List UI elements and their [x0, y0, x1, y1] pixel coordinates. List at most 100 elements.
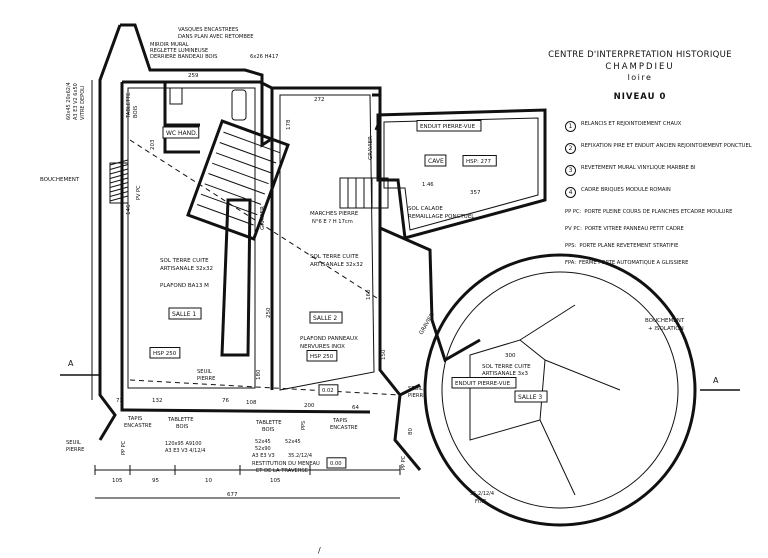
dim-178-group: 178: [286, 119, 292, 130]
note-plafond-1-group: PLAFOND BA13 M: [160, 283, 209, 289]
note-sol-terre-2-group: SOL TERRE CUITE: [310, 254, 359, 260]
note-enduit-right-box: [451, 377, 517, 389]
dim-272-group: 272: [314, 97, 325, 103]
note-tablette-1-group: TABLETTE: [167, 417, 194, 423]
dim-146-group: 146: [126, 204, 132, 215]
note-enduit-top: ENDUIT PIERRE-VUE: [420, 124, 476, 130]
dim-window-52x45b-group: 52x45: [285, 439, 301, 445]
note-encastre-1: ENCASTRE: [124, 423, 152, 429]
legend-item: 3 REVETEMENT MURAL VINYLIQUE MARBRE BI: [565, 165, 765, 176]
note-seuil-1b: PIERRE: [197, 376, 215, 382]
legend-code-item: FPA:FERME PORTE AUTOMATIQUE A GLISSIERE: [565, 260, 765, 266]
plan-header: CENTRE D'INTERPRETATION HISTORIQUE CHAMP…: [530, 50, 750, 102]
note-bandeau: DERRIERE BANDEAU BOIS: [150, 54, 217, 60]
dim-fenetre-left3: VITRE DEPOLI: [80, 86, 86, 120]
legend-text: RELANCIS ET REJOINTOIEMENT CHAUX: [581, 121, 682, 127]
dim-300: 300: [505, 353, 516, 359]
note-enduit-right: ENDUIT PIERRE-VUE: [455, 381, 511, 387]
level-002-group: 0.02: [318, 384, 339, 396]
note-seuil-2b: PIERRE: [408, 393, 426, 399]
note-nervures-group: NERVURES INOX: [300, 344, 345, 350]
note-bois-2: BOIS: [262, 427, 274, 433]
dim-132: 132: [152, 398, 163, 404]
legend-text: REVETEMENT MURAL VINYLIQUE MARBRE BI: [581, 165, 696, 171]
note-miroir: MIROIR MURAL: [150, 42, 189, 48]
level-146: 1.46: [422, 182, 434, 188]
stair-step: [215, 152, 273, 174]
toilet-fixture: [169, 87, 183, 105]
level-000-group: 0.00: [326, 457, 347, 469]
room-salle-1-group: SALLE 1: [168, 307, 202, 320]
hsp-salle-2-box: [306, 350, 338, 362]
note-bouchement-right: BOUCHEMENT: [645, 318, 685, 324]
hsp-salle-1: HSP 250: [153, 351, 177, 357]
dim-window-a3e3: A3 E3 V3 4/12/4: [165, 448, 205, 454]
note-tablette-left-group: TABLETTE: [126, 92, 132, 119]
stair-step: [196, 204, 254, 226]
dim-fenetre-left2: A3 E3 V2 6x50: [73, 83, 79, 120]
note-fixe: FIXE: [475, 499, 486, 505]
note-isolation-group: + ISOLATION: [648, 326, 684, 332]
dim-626: 6x26 H417: [250, 54, 278, 60]
note-bois-2-group: BOIS: [262, 427, 274, 433]
bottom-mark: /: [318, 546, 321, 555]
dim-150-group: 150: [381, 349, 387, 360]
legend-number: 3: [565, 165, 576, 176]
west-wall: [98, 23, 271, 441]
note-encastre-1-group: ENCASTRE: [124, 423, 152, 429]
note-reglette: REGLETTE LUMINEUSE: [150, 48, 208, 54]
dim-259: 259: [188, 73, 199, 79]
door-pp-pc: PP PC: [121, 440, 127, 455]
note-bandeau-group: DERRIERE BANDEAU BOIS: [150, 54, 217, 60]
note-seuil-3b-group: PIERRE: [66, 447, 84, 453]
dim-146: 146: [126, 204, 132, 215]
hatch-line: [109, 173, 129, 179]
project-place: CHAMPDIEU: [605, 62, 675, 72]
east-corridor: [379, 226, 481, 471]
room-salle-1: SALLE 1: [172, 311, 196, 318]
note-sol-terre-1-group: SOL TERRE CUITE: [160, 258, 209, 264]
dim-window-52x45a-group: 52x45: [255, 439, 271, 445]
dim-64-group: 64: [352, 405, 359, 411]
legend-code: PP PC:: [565, 209, 582, 215]
note-sol-terre-3: SOL TERRE CUITE: [482, 364, 531, 370]
legend-code-item: PPS:PORTE PLANE REVETEMENT STRATIFIE: [565, 243, 765, 249]
hatch-line: [109, 168, 129, 175]
stair-step: [208, 173, 265, 195]
note-restitution-group: RESTITUTION DU MENEAU: [252, 461, 320, 467]
hsp-salle-2-group: HSP 250: [306, 350, 338, 362]
note-marches: MARCHES PIERRE: [310, 211, 359, 217]
door-pps: PPS: [301, 421, 307, 430]
note-encastre-2-group: ENCASTRE: [330, 425, 358, 431]
dim-180-group: 180: [256, 369, 262, 380]
dim-300-group: 300: [505, 353, 516, 359]
dim-76-group: 76: [222, 398, 229, 404]
dim-76: 76: [222, 398, 229, 404]
bouchement-hatch: [109, 159, 129, 204]
dim-132-group: 132: [152, 398, 163, 404]
stair-step: [219, 142, 277, 164]
legend-code-item: PV PC:PORTE VITREE PANNEAU PETIT CADRE: [565, 226, 765, 232]
room-salle-1-box: [168, 307, 202, 320]
section-a-right: A: [713, 376, 719, 385]
note-tablette-2-group: TABLETTE: [255, 420, 282, 426]
level-146-group: 1.46: [422, 182, 434, 188]
room-salle-3-group: SALLE 3: [514, 390, 548, 403]
dim-200-group: 200: [304, 403, 315, 409]
tower-outer: [423, 253, 697, 527]
dim-150: 150: [381, 349, 387, 360]
dim-105a: 105: [112, 478, 123, 484]
room-wc-box: [162, 126, 200, 139]
note-enduit-top-group: ENDUIT PIERRE-VUE: [416, 120, 482, 132]
dim-window-52x90-group: 52x90: [255, 446, 271, 452]
legend-code: FPA:: [565, 260, 576, 266]
note-marches-dim: N°6 E ? H 17cm: [312, 219, 353, 225]
dim-250-group: 250: [266, 307, 272, 318]
dim-window-52x45a: 52x45: [255, 439, 271, 445]
dim-window-352b-group: 35.2/12/4: [470, 491, 494, 497]
dim-677-group: 677: [227, 492, 238, 498]
note-tablette-left: TABLETTE: [126, 92, 132, 119]
dim-203: 203: [150, 139, 156, 150]
